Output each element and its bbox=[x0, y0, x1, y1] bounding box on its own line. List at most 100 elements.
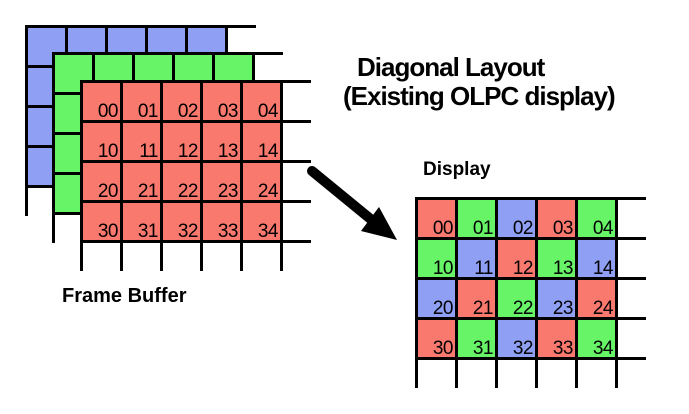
grid-tick-bottom bbox=[280, 243, 283, 271]
framebuffer-cell-label: 00 bbox=[97, 101, 119, 122]
display-cell-04: 04 bbox=[578, 200, 618, 240]
framebuffer-cell-label: 30 bbox=[97, 221, 119, 242]
framebuffer-cell-11: 11 bbox=[123, 123, 163, 163]
display-cell-32: 32 bbox=[498, 320, 538, 360]
display-cell-label: 00 bbox=[432, 218, 454, 239]
display-cell-label: 11 bbox=[474, 258, 493, 279]
display-cell-label: 14 bbox=[592, 258, 614, 279]
framebuffer-cell-label: 34 bbox=[257, 221, 279, 242]
grid-tick-right bbox=[618, 317, 646, 320]
display-cell-24: 24 bbox=[578, 280, 618, 320]
framebuffer-cell-20: 20 bbox=[83, 163, 123, 203]
display-cell-label: 31 bbox=[472, 338, 494, 359]
display-cell-label: 04 bbox=[592, 218, 614, 239]
display-cell-label: 33 bbox=[552, 338, 574, 359]
display-cell-label: 01 bbox=[472, 218, 494, 239]
framebuffer-cell-label: 31 bbox=[137, 221, 159, 242]
grid-tick-bottom bbox=[25, 188, 28, 216]
display-cell-label: 13 bbox=[552, 258, 574, 279]
display-cell-30: 30 bbox=[418, 320, 458, 360]
framebuffer-cell-label: 02 bbox=[177, 101, 199, 122]
display-cell-label: 30 bbox=[432, 338, 454, 359]
framebuffer-cell-00: 00 bbox=[83, 83, 123, 123]
display-cell-label: 12 bbox=[512, 258, 534, 279]
framebuffer-cell-label: 22 bbox=[177, 181, 199, 202]
display-cell-00: 00 bbox=[418, 200, 458, 240]
diagram-title: Diagonal Layout (Existing OLPC display) bbox=[343, 52, 616, 111]
grid-tick-bottom bbox=[495, 360, 498, 388]
framebuffer-cell-label: 04 bbox=[257, 101, 279, 122]
framebuffer-cell-label: 10 bbox=[97, 141, 119, 162]
display-cell-20: 20 bbox=[418, 280, 458, 320]
framebuffer-cell-34: 34 bbox=[243, 203, 283, 243]
grid-tick-bottom bbox=[240, 243, 243, 271]
framebuffer-cell-04: 04 bbox=[243, 83, 283, 123]
grid-tick-right bbox=[283, 200, 311, 203]
framebuffer-cell-label: 12 bbox=[177, 141, 199, 162]
diagram-title-line2: (Existing OLPC display) bbox=[343, 81, 616, 111]
framebuffer-cell-label: 20 bbox=[97, 181, 119, 202]
grid-tick-bottom bbox=[455, 360, 458, 388]
display-cell-34: 34 bbox=[578, 320, 618, 360]
framebuffer-cell-13: 13 bbox=[203, 123, 243, 163]
grid-tick-bottom bbox=[200, 243, 203, 271]
display-cell-label: 34 bbox=[592, 338, 614, 359]
framebuffer-cell-32: 32 bbox=[163, 203, 203, 243]
framebuffer-cell-label: 33 bbox=[217, 221, 239, 242]
framebuffer-cell-01: 01 bbox=[123, 83, 163, 123]
display-cell-label: 20 bbox=[432, 298, 454, 319]
display-cell-01: 01 bbox=[458, 200, 498, 240]
grid-tick-right bbox=[618, 357, 646, 360]
grid-tick-right bbox=[618, 277, 646, 280]
framebuffer-cell-label: 14 bbox=[257, 141, 279, 162]
framebuffer-cell-24: 24 bbox=[243, 163, 283, 203]
framebuffer-cell-label: 21 bbox=[137, 181, 159, 202]
grid-tick-bottom bbox=[80, 243, 83, 271]
display-cell-10: 10 bbox=[418, 240, 458, 280]
framebuffer-cell-label: 03 bbox=[217, 101, 239, 122]
framebuffer-cell-33: 33 bbox=[203, 203, 243, 243]
framebuffer-cell-02: 02 bbox=[163, 83, 203, 123]
grid-tick-bottom bbox=[160, 243, 163, 271]
display-cell-label: 03 bbox=[552, 218, 574, 239]
display-cell-label: 10 bbox=[432, 258, 454, 279]
display-cell-label: 24 bbox=[592, 298, 614, 319]
display-cell-33: 33 bbox=[538, 320, 578, 360]
framebuffer-cell-21: 21 bbox=[123, 163, 163, 203]
framebuffer-cell-03: 03 bbox=[203, 83, 243, 123]
display-cell-14: 14 bbox=[578, 240, 618, 280]
grid-tick-right bbox=[283, 240, 311, 243]
framebuffer-cell-10: 10 bbox=[83, 123, 123, 163]
display-cell-02: 02 bbox=[498, 200, 538, 240]
grid-tick-right bbox=[283, 120, 311, 123]
grid-tick-right bbox=[255, 52, 283, 55]
display-cell-label: 22 bbox=[512, 298, 534, 319]
grid-tick-bottom bbox=[120, 243, 123, 271]
diagram-title-line1: Diagonal Layout bbox=[357, 52, 545, 82]
framebuffer-cell-label: 11 bbox=[139, 141, 158, 162]
framebuffer-cell-22: 22 bbox=[163, 163, 203, 203]
display-cell-21: 21 bbox=[458, 280, 498, 320]
framebuffer-cell-label: 32 bbox=[177, 221, 199, 242]
grid-tick-bottom bbox=[535, 360, 538, 388]
display-cell-label: 32 bbox=[512, 338, 534, 359]
framebuffer-cell-label: 24 bbox=[257, 181, 279, 202]
display-cell-03: 03 bbox=[538, 200, 578, 240]
framebuffer-cell-31: 31 bbox=[123, 203, 163, 243]
framebuffer-cell-label: 13 bbox=[217, 141, 239, 162]
display-cell-11: 11 bbox=[458, 240, 498, 280]
framebuffer-cell-30: 30 bbox=[83, 203, 123, 243]
display-cell-13: 13 bbox=[538, 240, 578, 280]
grid-tick-bottom bbox=[415, 360, 418, 388]
grid-tick-right bbox=[228, 25, 256, 28]
grid-tick-right bbox=[618, 237, 646, 240]
framebuffer-cell-23: 23 bbox=[203, 163, 243, 203]
display-label: Display bbox=[423, 159, 491, 180]
grid-tick-bottom bbox=[575, 360, 578, 388]
display-cell-23: 23 bbox=[538, 280, 578, 320]
